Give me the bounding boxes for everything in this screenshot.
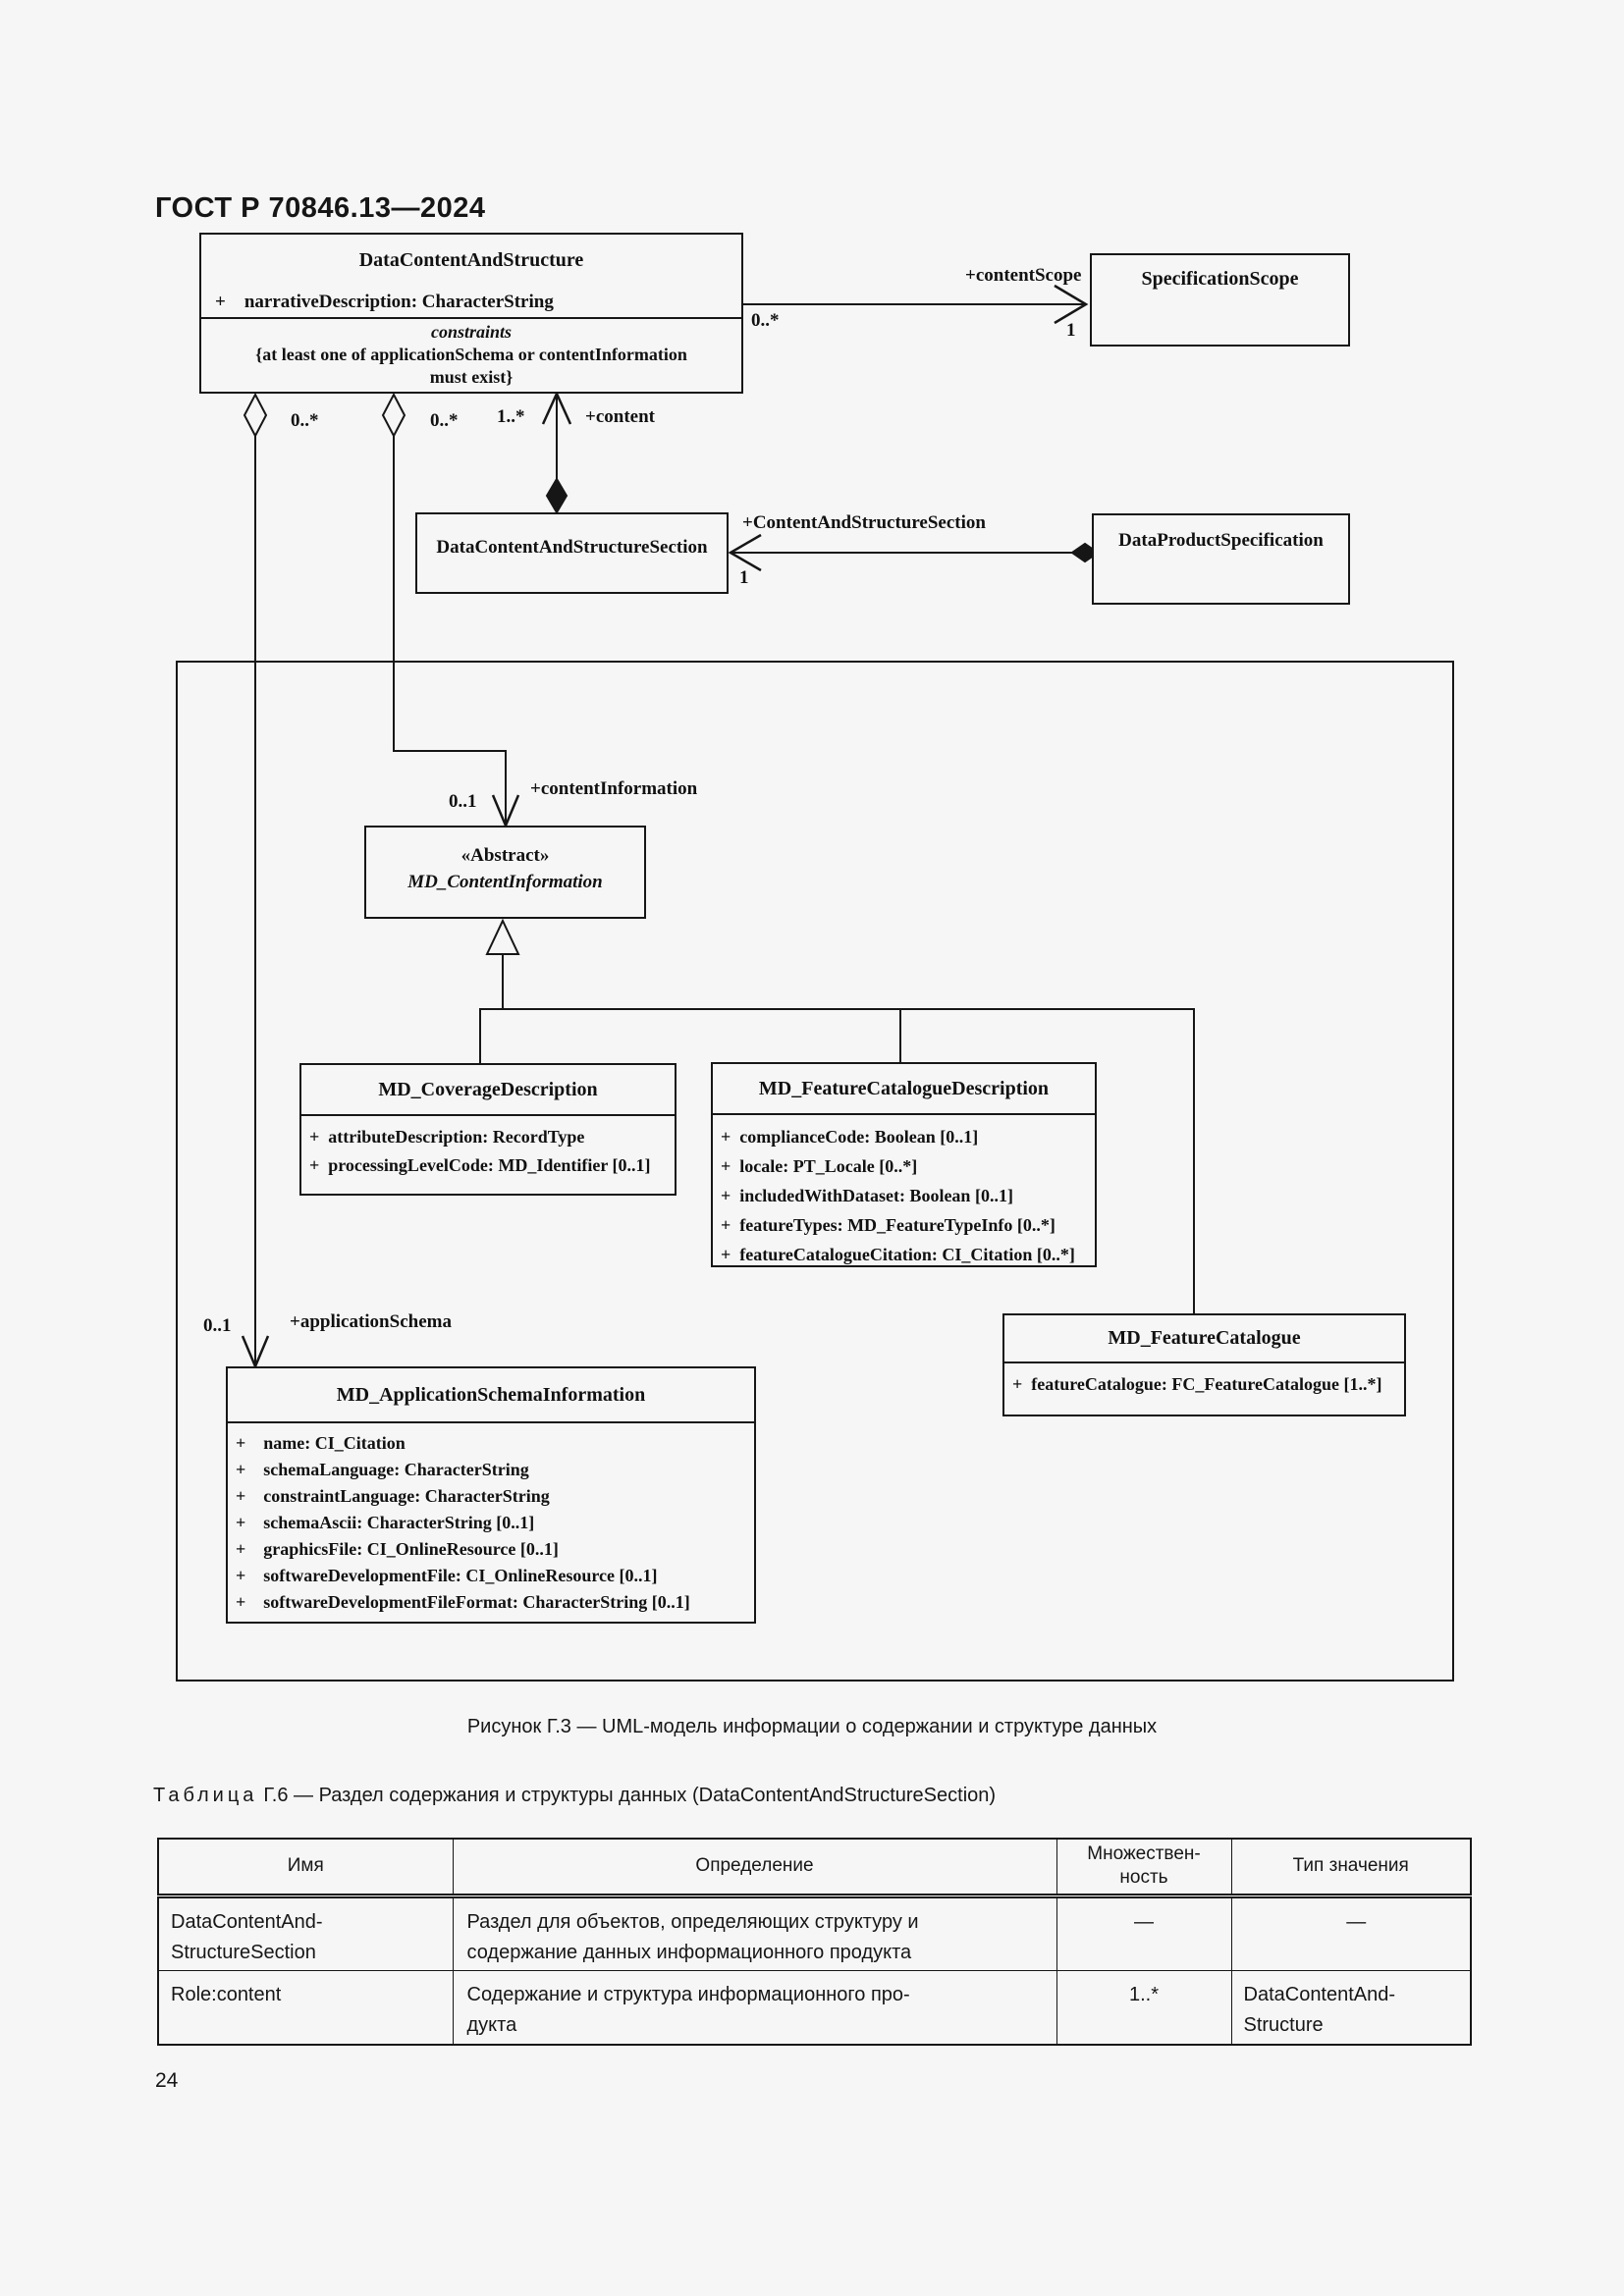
multiplicity-section: 1 [739,567,749,588]
attribute-compartment: + name: CI_Citation + schemaLanguage: Ch… [228,1423,754,1616]
cell-name: DataContentAnd- StructureSection [157,1895,454,1971]
table-row: DataContentAnd- StructureSection Раздел … [157,1895,1472,1971]
cell-multiplicity: — [1056,1895,1232,1971]
role-label-content: +content [585,406,655,427]
cell-value-type: — [1230,1895,1472,1971]
class-data-content-and-structure: DataContentAndStructure + narrativeDescr… [199,233,743,394]
attribute-compartment: + attributeDescription: RecordType + pro… [301,1116,675,1180]
constraint-compartment: constraints {at least one of application… [201,319,741,389]
uml-attribute: + processingLevelCode: MD_Identifier [0.… [309,1155,651,1175]
stereotype-label: «Abstract» [460,845,550,866]
class-specification-scope: SpecificationScope [1090,253,1350,347]
column-header-name: Имя [157,1838,454,1898]
class-data-content-and-structure-section: DataContentAndStructureSection [415,512,729,594]
role-label-section: +ContentAndStructureSection [742,512,986,533]
association-content-scope [743,284,1089,325]
class-title: DataContentAndStructure [358,249,584,271]
uml-attribute: + featureCatalogue: FC_FeatureCatalogue … [1012,1374,1382,1394]
uml-attribute: + narrativeDescription: CharacterString [201,287,741,319]
class-title: MD_FeatureCatalogue [1004,1315,1404,1363]
uml-attribute: + featureTypes: MD_FeatureTypeInfo [0..*… [721,1215,1056,1235]
uml-attribute: + softwareDevelopmentFileFormat: Charact… [236,1592,690,1612]
attribute-compartment: + featureCatalogue: FC_FeatureCatalogue … [1004,1363,1404,1399]
class-md-application-schema-information: MD_ApplicationSchemaInformation + name: … [226,1366,756,1624]
table-title-prefix: Таблица [153,1785,258,1806]
generalization-tree [479,918,1195,1313]
uml-attribute: + name: CI_Citation [236,1433,406,1453]
column-header-definition: Определение [452,1838,1057,1898]
uml-attribute: + schemaLanguage: CharacterString [236,1460,529,1479]
uml-attribute: + locale: PT_Locale [0..*] [721,1156,918,1176]
composition-content [541,390,572,514]
definition-table: Имя Определение Множествен- ность Тип зн… [157,1838,1472,2046]
class-title: DataContentAndStructureSection [436,537,708,558]
package-boundary-rect [176,661,1454,1682]
constraint-text: {at least one of applicationSchema or co… [255,345,687,387]
class-title: MD_ApplicationSchemaInformation [228,1368,754,1423]
class-title: MD_FeatureCatalogueDescription [713,1064,1095,1115]
uml-attribute: + softwareDevelopmentFile: CI_OnlineReso… [236,1566,658,1585]
composition-section [728,533,1100,572]
role-label-application-schema: +applicationSchema [290,1311,452,1332]
attribute-compartment: + complianceCode: Boolean [0..1] + local… [713,1115,1095,1269]
page-number: 24 [155,2069,179,2092]
attribute-compartment: + narrativeDescription: CharacterString [201,287,741,319]
uml-attribute: + attributeDescription: RecordType [309,1127,585,1147]
aggregation-content-information [381,392,520,829]
uml-attribute: + graphicsFile: CI_OnlineResource [0..1] [236,1539,559,1559]
column-header-multiplicity: Множествен- ность [1056,1838,1232,1898]
class-md-feature-catalogue: MD_FeatureCatalogue + featureCatalogue: … [1002,1313,1406,1416]
role-label-content-information: +contentInformation [530,778,698,799]
page-title: ГОСТ Р 70846.13—2024 [155,192,486,224]
class-data-product-specification: DataProductSpecification [1092,513,1350,605]
multiplicity-content-scope-src: 0..* [751,310,780,331]
class-md-coverage-description: MD_CoverageDescription + attributeDescri… [299,1063,677,1196]
figure-caption: Рисунок Г.3 — UML-модель информации о со… [466,1716,1158,1737]
multiplicity-content-scope-tgt: 1 [1066,320,1076,341]
class-md-content-information: «Abstract» MD_ContentInformation [364,826,646,919]
class-title: MD_CoverageDescription [301,1065,675,1116]
class-name: MD_ContentInformation [407,872,603,892]
cell-value-type: DataContentAnd- Structure [1230,1969,1472,2046]
aggregation-application-schema [241,392,270,1370]
cell-definition: Содержание и структура информационного п… [452,1969,1057,2046]
multiplicity-aggregation-2: 0..* [430,410,459,431]
class-md-feature-catalogue-description: MD_FeatureCatalogueDescription + complia… [711,1062,1097,1267]
cell-multiplicity: 1..* [1056,1969,1232,2046]
class-title: SpecificationScope [1141,268,1299,290]
uml-attribute: + featureCatalogueCitation: CI_Citation … [721,1245,1075,1264]
column-header-value-type: Тип значения [1230,1838,1472,1898]
multiplicity-content-information: 0..1 [449,791,477,812]
multiplicity-aggregation-1: 0..* [291,410,319,431]
multiplicity-content: 1..* [497,406,525,427]
table-row: Role:content Содержание и структура инфо… [157,1969,1472,2046]
uml-attribute: + complianceCode: Boolean [0..1] [721,1127,979,1147]
uml-attribute: + includedWithDataset: Boolean [0..1] [721,1186,1013,1205]
table-header-row: Имя Определение Множествен- ность Тип зн… [157,1838,1472,1898]
uml-attribute: + constraintLanguage: CharacterString [236,1486,550,1506]
constraints-label: constraints [430,322,513,342]
uml-attribute: + schemaAscii: CharacterString [0..1] [236,1513,535,1532]
class-title: «Abstract» MD_ContentInformation [366,828,644,895]
table-title-text: Г.6 — Раздел содержания и структуры данн… [263,1785,997,1806]
role-label-content-scope: +contentScope [965,265,1082,286]
cell-definition: Раздел для объектов, определяющих структ… [452,1895,1057,1971]
multiplicity-application-schema: 0..1 [203,1315,232,1336]
cell-name: Role:content [157,1969,454,2046]
class-title: DataProductSpecification [1118,530,1324,551]
